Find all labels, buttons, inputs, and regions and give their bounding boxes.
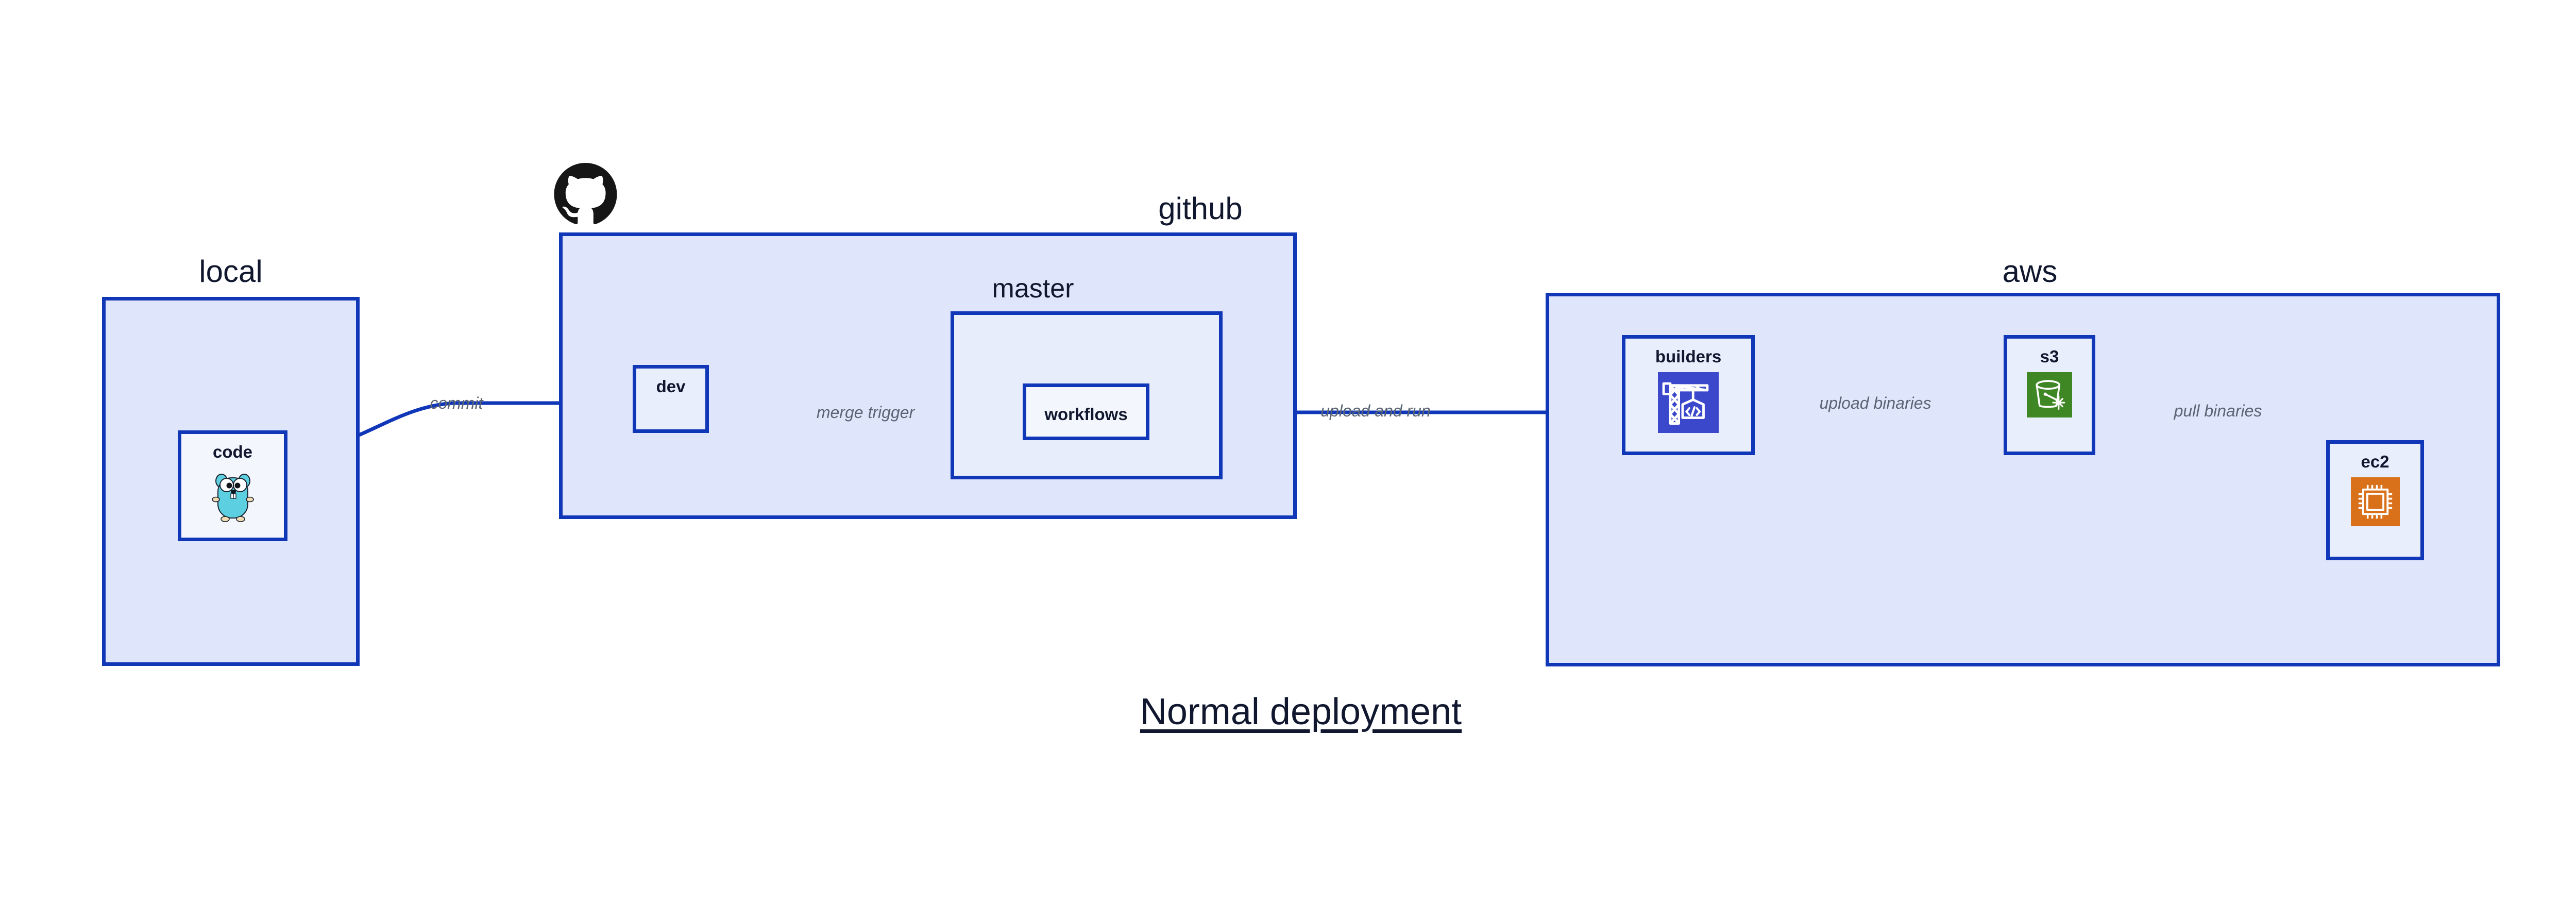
aws-s3-glacier-bucket-icon (2027, 372, 2072, 420)
edge-label-merge-trigger: merge trigger (816, 403, 915, 422)
edge-label-upload-binaries: upload binaries (1819, 394, 1931, 412)
node-dev[interactable]: dev (633, 365, 709, 433)
node-label-workflows: workflows (1044, 405, 1128, 424)
node-label-s3: s3 (2040, 347, 2059, 366)
group-label-github: github (1158, 191, 1243, 226)
edge-label-upload-and-run: upload and run (1320, 402, 1431, 420)
aws-ec2-chip-icon (2350, 477, 2400, 529)
group-label-aws: aws (2002, 254, 2058, 289)
aws-codebuild-crane-icon (1658, 372, 1719, 436)
node-label-ec2: ec2 (2361, 452, 2389, 471)
node-workflows[interactable]: workflows (1023, 383, 1149, 440)
node-code[interactable]: code (178, 430, 287, 541)
node-ec2[interactable]: ec2 (2326, 440, 2424, 560)
group-label-master: master (992, 274, 1074, 304)
node-builders[interactable]: builders (1622, 335, 1755, 455)
node-label-builders: builders (1655, 347, 1722, 366)
diagram-caption: Normal deployment (1140, 691, 1462, 732)
github-octocat-logo (553, 163, 618, 228)
node-label-dev: dev (656, 377, 686, 396)
edge-label-pull-binaries: pull binaries (2174, 402, 2262, 420)
group-label-local: local (199, 254, 263, 289)
node-s3[interactable]: s3 (2004, 335, 2095, 455)
node-label-code: code (212, 442, 253, 461)
go-gopher-icon (209, 467, 257, 526)
edge-label-commit: commit (430, 394, 483, 412)
